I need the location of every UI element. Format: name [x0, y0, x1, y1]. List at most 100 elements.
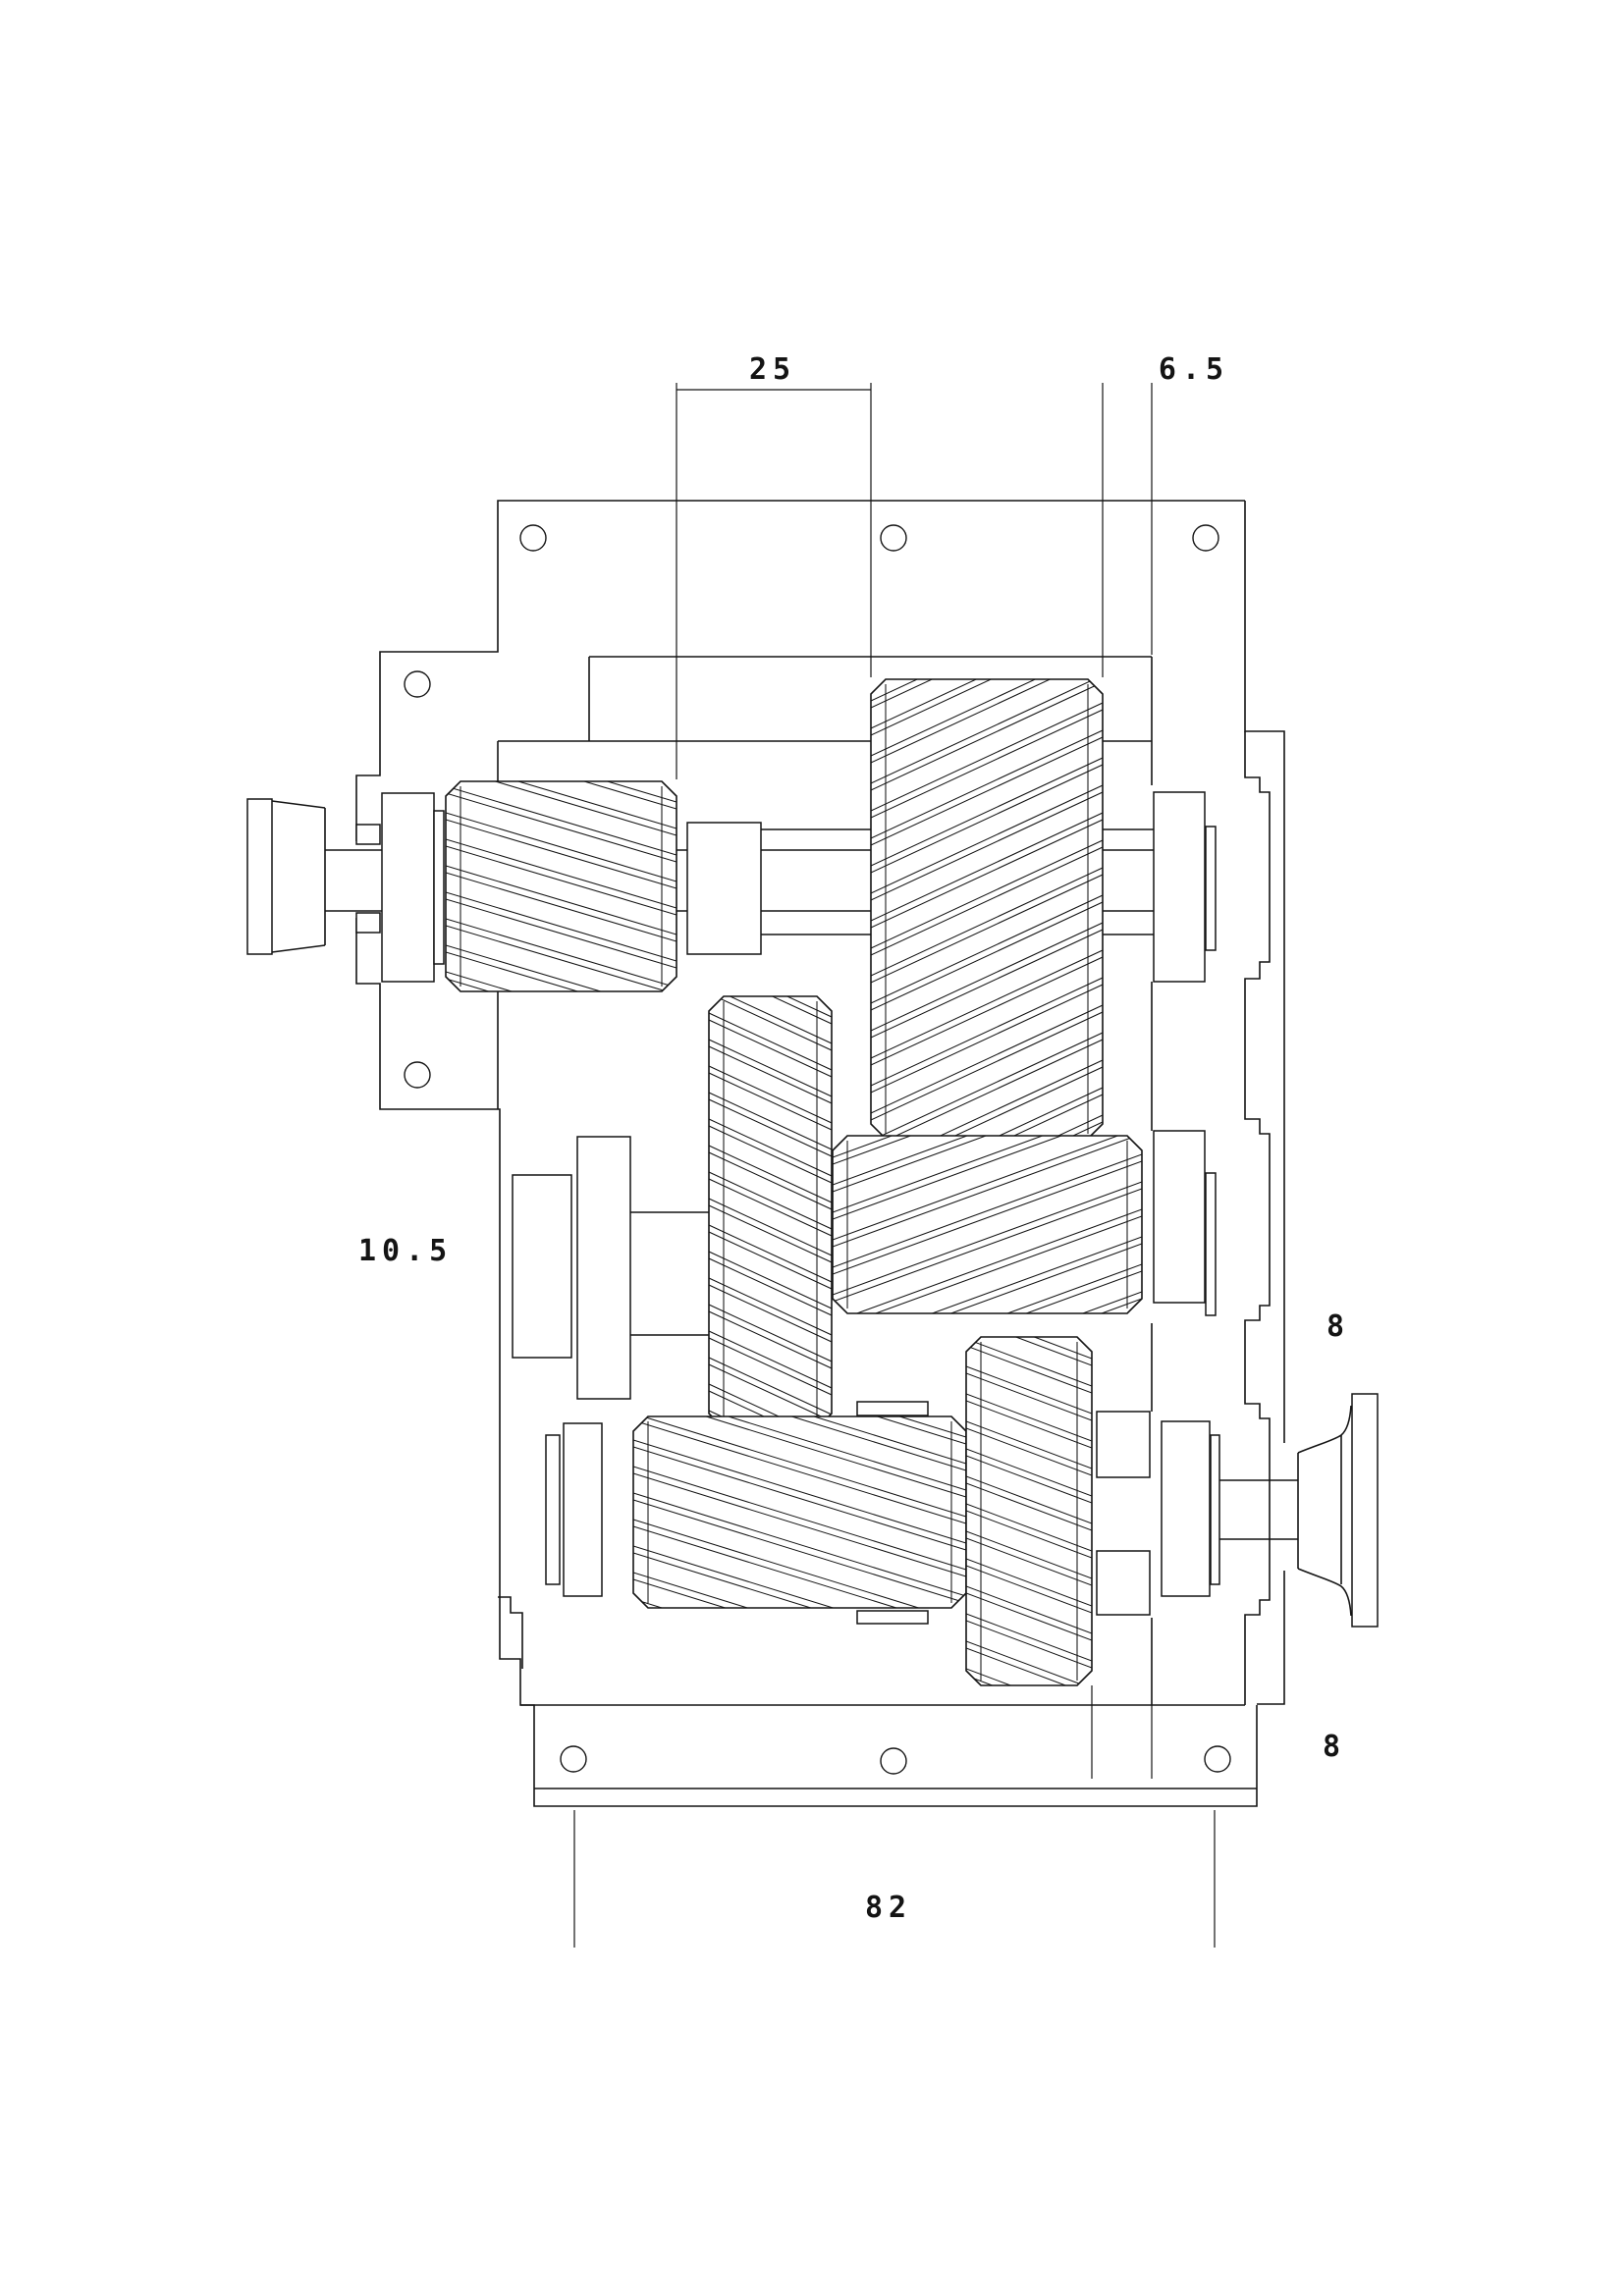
tooth-line [633, 1416, 966, 1471]
bolt-holes-group [404, 524, 1231, 1775]
gear-c-key-bottom [856, 1610, 929, 1625]
tooth-line [709, 1118, 832, 1177]
tooth-line [709, 1019, 832, 1078]
bearing-b-right-plate [1205, 1172, 1217, 1316]
tooth-line [446, 872, 677, 942]
tooth-line [633, 1472, 966, 1577]
bearing-c-left-plate [545, 1434, 561, 1585]
tooth-line [709, 996, 832, 1051]
tooth-line [966, 1668, 1092, 1685]
tooth-line [633, 1439, 966, 1544]
tooth-line [446, 792, 677, 863]
tooth-line [966, 1592, 1092, 1641]
tooth-line [966, 1565, 1092, 1614]
tooth-line [871, 1059, 1103, 1139]
tooth-line [966, 1530, 1092, 1579]
bearing-a-left-block [381, 792, 435, 983]
tooth-line [633, 1416, 966, 1498]
input-seal-bottom [355, 912, 381, 934]
tooth-line [871, 784, 1103, 894]
tooth-line [633, 1419, 966, 1524]
input-knob-plate [246, 798, 273, 955]
tooth-line [871, 1094, 1103, 1139]
tooth-line [446, 898, 677, 969]
tooth-line [833, 1136, 1142, 1165]
tooth-line [871, 1032, 1103, 1139]
dim-label-6-5: 6.5 [1159, 352, 1229, 387]
tooth-line [709, 1284, 832, 1343]
tooth-line [871, 812, 1103, 922]
tooth-line [709, 1310, 832, 1369]
tooth-line [966, 1345, 1092, 1394]
tooth-line [871, 1039, 1103, 1139]
bolt-hole [1192, 524, 1219, 552]
tooth-line [446, 925, 677, 991]
tooth-line [871, 679, 1103, 736]
tooth-line [871, 679, 1103, 757]
tooth-line [633, 1416, 966, 1438]
tooth-line [446, 944, 677, 991]
tooth-line [871, 894, 1103, 1004]
tooth-line [709, 1251, 832, 1309]
housing-outer-right-wall [1244, 501, 1285, 1705]
output-gear-wide [632, 1415, 967, 1609]
tooth-line [446, 971, 677, 991]
tooth-line [833, 1270, 1142, 1313]
dim-label-82: 82 [865, 1891, 912, 1925]
output-gear-tall-teeth [966, 1337, 1092, 1685]
tooth-line [709, 1178, 832, 1237]
gears-group [445, 678, 1143, 1686]
tooth-line [871, 874, 1103, 984]
tooth-line [709, 1277, 832, 1336]
tooth-line [709, 1125, 832, 1184]
tooth-line [709, 1098, 832, 1157]
tooth-line [709, 1204, 832, 1263]
tooth-line [966, 1675, 1092, 1685]
gear-c-key-top [856, 1401, 929, 1416]
tooth-line [966, 1455, 1092, 1504]
tooth-line [709, 1065, 832, 1124]
tooth-line [871, 736, 1103, 846]
tooth-line [833, 1136, 1142, 1220]
tooth-line [709, 1304, 832, 1362]
tooth-line [966, 1448, 1092, 1497]
tooth-line [446, 845, 677, 916]
tooth-line [709, 1145, 832, 1203]
tooth-line [833, 1291, 1142, 1313]
bearing-c-holder-top [1096, 1411, 1151, 1478]
lay-shaft-gear-teeth [833, 1136, 1142, 1313]
tooth-line [633, 1525, 966, 1608]
tooth-line [966, 1510, 1092, 1559]
tooth-line [871, 679, 1103, 729]
tooth-line [833, 1236, 1142, 1313]
housing-outline-group [271, 500, 1352, 1807]
tooth-line [633, 1545, 966, 1608]
bearing-b-left-block [576, 1136, 631, 1400]
tooth-line [633, 1552, 966, 1608]
gear-stage1-large-teeth [871, 679, 1103, 1139]
tooth-line [446, 781, 677, 803]
input-seal-top [355, 824, 381, 845]
tooth-line [633, 1519, 966, 1608]
tooth-line [709, 1171, 832, 1230]
tooth-line [871, 702, 1103, 812]
tooth-line [966, 1647, 1092, 1685]
tooth-line [833, 1136, 1142, 1193]
tooth-line [871, 679, 1103, 709]
bolt-hole [1204, 1745, 1231, 1773]
tooth-line [633, 1499, 966, 1604]
tooth-line [966, 1620, 1092, 1669]
tooth-line [966, 1372, 1092, 1421]
input-pinion [445, 780, 677, 992]
tooth-line [966, 1558, 1092, 1607]
tooth-line [446, 781, 677, 836]
tooth-line [833, 1208, 1142, 1313]
tooth-line [709, 1224, 832, 1283]
tooth-line [833, 1136, 1142, 1213]
input-pinion-teeth [446, 781, 677, 991]
bearing-c-holder-bottom [1096, 1550, 1151, 1616]
dim-label-10-5: 10.5 [358, 1234, 453, 1268]
dimension-labels-group: 25 6.5 10.5 8 8 82 [358, 352, 1344, 1925]
tooth-line [709, 1151, 832, 1210]
